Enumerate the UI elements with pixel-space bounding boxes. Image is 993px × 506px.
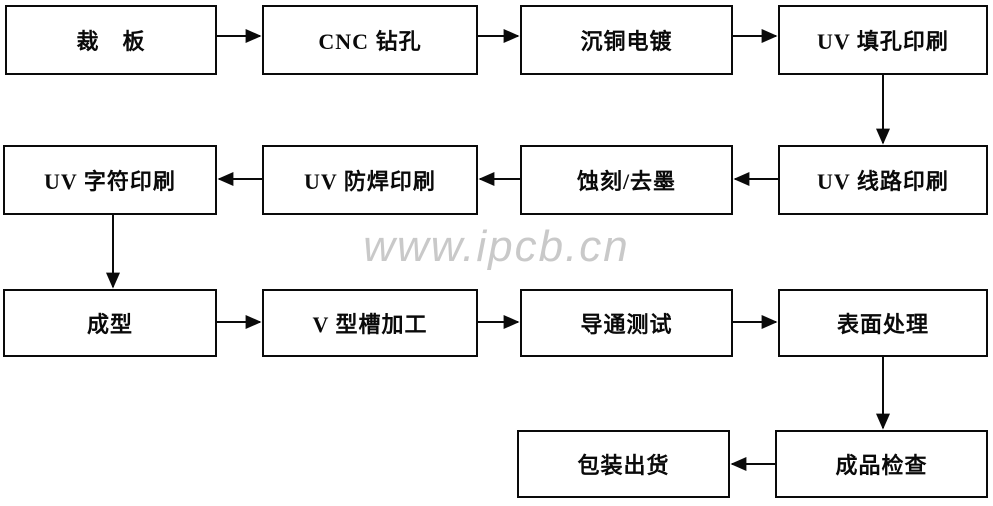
flow-node-surface-finish: 表面处理 bbox=[778, 289, 988, 357]
flow-node-v-groove: V 型槽加工 bbox=[262, 289, 478, 357]
flow-node-cnc-drilling: CNC 钻孔 bbox=[262, 5, 478, 75]
flow-node-copper-plating: 沉铜电镀 bbox=[520, 5, 733, 75]
flow-node-packing-shipping: 包装出货 bbox=[517, 430, 730, 498]
flow-node-etch-deink: 蚀刻/去墨 bbox=[520, 145, 733, 215]
flow-node-continuity-test: 导通测试 bbox=[520, 289, 733, 357]
flow-node-uv-soldermask-print: UV 防焊印刷 bbox=[262, 145, 478, 215]
flow-node-uv-circuit-print: UV 线路印刷 bbox=[778, 145, 988, 215]
flow-node-uv-hole-fill-print: UV 填孔印刷 bbox=[778, 5, 988, 75]
flow-node-forming: 成型 bbox=[3, 289, 217, 357]
flow-node-uv-legend-print: UV 字符印刷 bbox=[3, 145, 217, 215]
flow-node-final-inspection: 成品检查 bbox=[775, 430, 988, 498]
flow-node-cut-board: 裁 板 bbox=[5, 5, 217, 75]
